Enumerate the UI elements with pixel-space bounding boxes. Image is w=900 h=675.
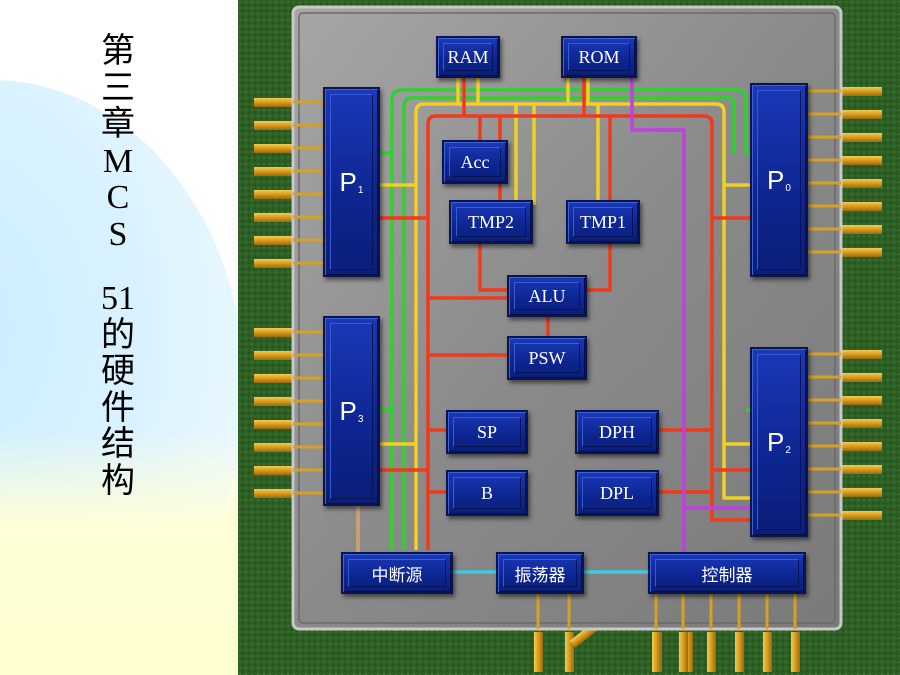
- left-pins: [254, 98, 292, 498]
- port-p1-block: P1: [323, 87, 380, 277]
- title-char: 件: [101, 389, 135, 427]
- title-char: M: [102, 142, 134, 180]
- title-char: 第: [101, 33, 135, 70]
- title-char: 结: [101, 426, 135, 463]
- acc-block: Acc: [442, 140, 508, 184]
- tmp1-block: TMP1: [566, 200, 640, 244]
- ram-block: RAM: [436, 36, 500, 78]
- psw-block: PSW: [507, 336, 587, 380]
- port-p2-block: P2: [750, 347, 808, 537]
- bus-lines: [356, 78, 758, 574]
- circuit-board: RAM ROM Acc TMP2 TMP1 ALU PSW SP B DPH D…: [238, 0, 900, 675]
- dph-block: DPH: [575, 410, 659, 454]
- port-p0-block: P0: [750, 83, 808, 277]
- title-char: 构: [101, 462, 135, 500]
- interrupt-source-block: 中断源: [341, 552, 453, 594]
- title-char: 三: [101, 69, 135, 107]
- alu-block: ALU: [507, 275, 587, 317]
- sp-block: SP: [446, 410, 528, 454]
- rom-block: ROM: [561, 36, 637, 78]
- title-char: 51: [101, 280, 135, 317]
- title-char: C: [106, 179, 130, 216]
- bottom-pins: [534, 632, 800, 672]
- port-p3-block: P3: [323, 316, 380, 506]
- controller-block: 控制器: [648, 552, 806, 594]
- chip-body: [291, 5, 843, 631]
- title-char: 硬: [101, 353, 135, 390]
- title-char: S: [108, 215, 128, 253]
- oscillator-block: 振荡器: [496, 552, 584, 594]
- b-block: B: [446, 470, 528, 516]
- tmp2-block: TMP2: [449, 200, 533, 244]
- dpl-block: DPL: [575, 470, 659, 516]
- light-yellow-decor-band: [0, 430, 238, 675]
- title-char: 的: [101, 316, 135, 354]
- title-char: 章: [101, 106, 135, 143]
- right-pins: [842, 87, 882, 520]
